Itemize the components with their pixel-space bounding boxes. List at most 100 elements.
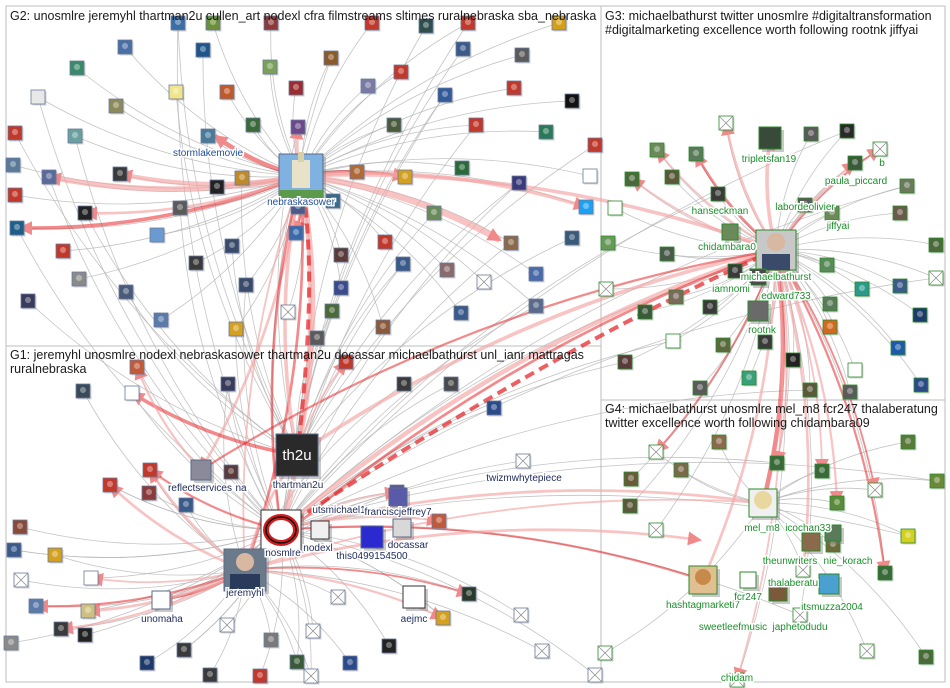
edge-red	[280, 525, 705, 583]
node-icon	[238, 277, 255, 294]
node-icon	[912, 307, 929, 324]
node-label-rootnk: rootnk	[748, 325, 777, 336]
node-label-nodexl: nodexl	[303, 543, 332, 554]
node-icon	[228, 321, 245, 338]
node-label-icochan33: icochan33	[785, 523, 831, 534]
node-icon	[172, 200, 189, 217]
node-icon	[439, 262, 456, 279]
node-unosmlre	[260, 509, 304, 553]
node-icon	[564, 230, 581, 247]
edge-gray	[35, 569, 246, 611]
node-label-halo: b	[879, 158, 885, 169]
node-icon	[515, 453, 532, 470]
edge-red	[34, 568, 246, 614]
edge-gray	[54, 553, 246, 576]
node-icon	[139, 655, 156, 672]
node-label-fcr247: fcr247	[734, 592, 762, 603]
node-label-halo: itsmuzza2004	[801, 602, 863, 613]
node-label-halo: aejmc	[401, 614, 428, 625]
node-icon	[75, 383, 92, 400]
edge-gray	[762, 502, 909, 537]
node-this0499154500	[360, 525, 386, 551]
node-label-aejmc: aejmc	[401, 614, 428, 625]
node-icon	[673, 462, 690, 479]
node-docassar	[392, 518, 414, 540]
node-icon	[67, 128, 84, 145]
node-icon	[252, 668, 269, 685]
node-label-reflectservices: reflectservices	[168, 483, 232, 494]
node-icon	[263, 15, 280, 32]
node-aejmc	[402, 585, 428, 611]
node-icon	[7, 125, 24, 142]
node-franciscjeffrey7	[388, 487, 410, 509]
node-label-unomaha: unomaha	[141, 614, 183, 625]
node-icon	[176, 642, 193, 659]
edge-gray	[76, 67, 302, 177]
node-icon	[665, 333, 682, 350]
edge-gray	[762, 502, 927, 658]
node-label-twizmwhytepiece: twizmwhytepiece	[486, 473, 562, 484]
edge-gray	[300, 175, 537, 307]
node-icon	[648, 522, 665, 539]
node-fcr247	[739, 571, 759, 591]
node-label-chidam: chidam	[721, 673, 753, 684]
node-label-halo: theunwriters	[763, 556, 817, 567]
node-icon	[918, 649, 935, 666]
node-icon	[117, 39, 134, 56]
node-icon	[223, 464, 240, 481]
edge-gray	[280, 383, 452, 531]
node-icon	[757, 334, 774, 351]
node-icon	[688, 146, 705, 163]
node-icon	[364, 15, 381, 32]
node-icon	[333, 247, 350, 264]
node-icon	[461, 586, 478, 603]
node-icon	[847, 155, 864, 172]
edge-gray	[762, 502, 869, 652]
node-icon	[20, 293, 37, 310]
node-icon	[692, 380, 709, 397]
node-icon	[842, 384, 859, 401]
node-label-hashtagmarketi7: hashtagmarketi7	[666, 600, 740, 611]
node-icon	[648, 444, 665, 461]
node-label-halo: sweetleefmusic	[699, 622, 767, 633]
node-icon	[890, 340, 907, 357]
node-icon	[141, 485, 158, 502]
node-icon	[511, 175, 528, 192]
node-icon	[453, 305, 470, 322]
node-icon	[102, 477, 119, 494]
node-label-utsmichael1: utsmichael1	[312, 505, 366, 516]
node-icon	[829, 495, 846, 512]
node-label-thartman2u: thartman2u	[273, 480, 324, 491]
node-icon	[803, 126, 820, 143]
node-label-nie_korach: nie_korach	[824, 556, 873, 567]
edge-gray	[176, 207, 282, 531]
node-label-michaelbathurst: michaelbathurst	[741, 272, 812, 283]
node-icon	[913, 377, 930, 394]
node-icon	[112, 166, 129, 183]
node-icon	[454, 160, 471, 177]
edge-gray	[300, 21, 560, 177]
node-label-labordeolivier: labordeolivier	[775, 202, 835, 213]
node-label-halo: thalaberatu	[768, 578, 818, 589]
edge-gray	[280, 386, 811, 531]
node-icon	[219, 84, 236, 101]
node-icon	[234, 170, 251, 187]
node-label-halo: stormlakemovie	[173, 148, 243, 159]
edge-red	[775, 249, 880, 492]
node-icon	[623, 471, 640, 488]
node-nie_korach	[824, 524, 844, 544]
node-label-halo: iamnomi	[712, 284, 750, 295]
node-label-hanseckman: hanseckman	[692, 206, 749, 217]
node-label-halo: utsmichael1	[312, 505, 366, 516]
node-label-halo: twizmwhytepiece	[486, 473, 562, 484]
node-icon	[578, 199, 595, 216]
node-icon	[71, 271, 88, 288]
node-icon	[280, 304, 297, 321]
node-icon	[6, 542, 23, 559]
node-icon	[142, 462, 159, 479]
edge-red	[244, 495, 765, 571]
node-icon	[729, 672, 746, 688]
node-icon	[288, 225, 305, 242]
edge-gray	[762, 476, 938, 504]
